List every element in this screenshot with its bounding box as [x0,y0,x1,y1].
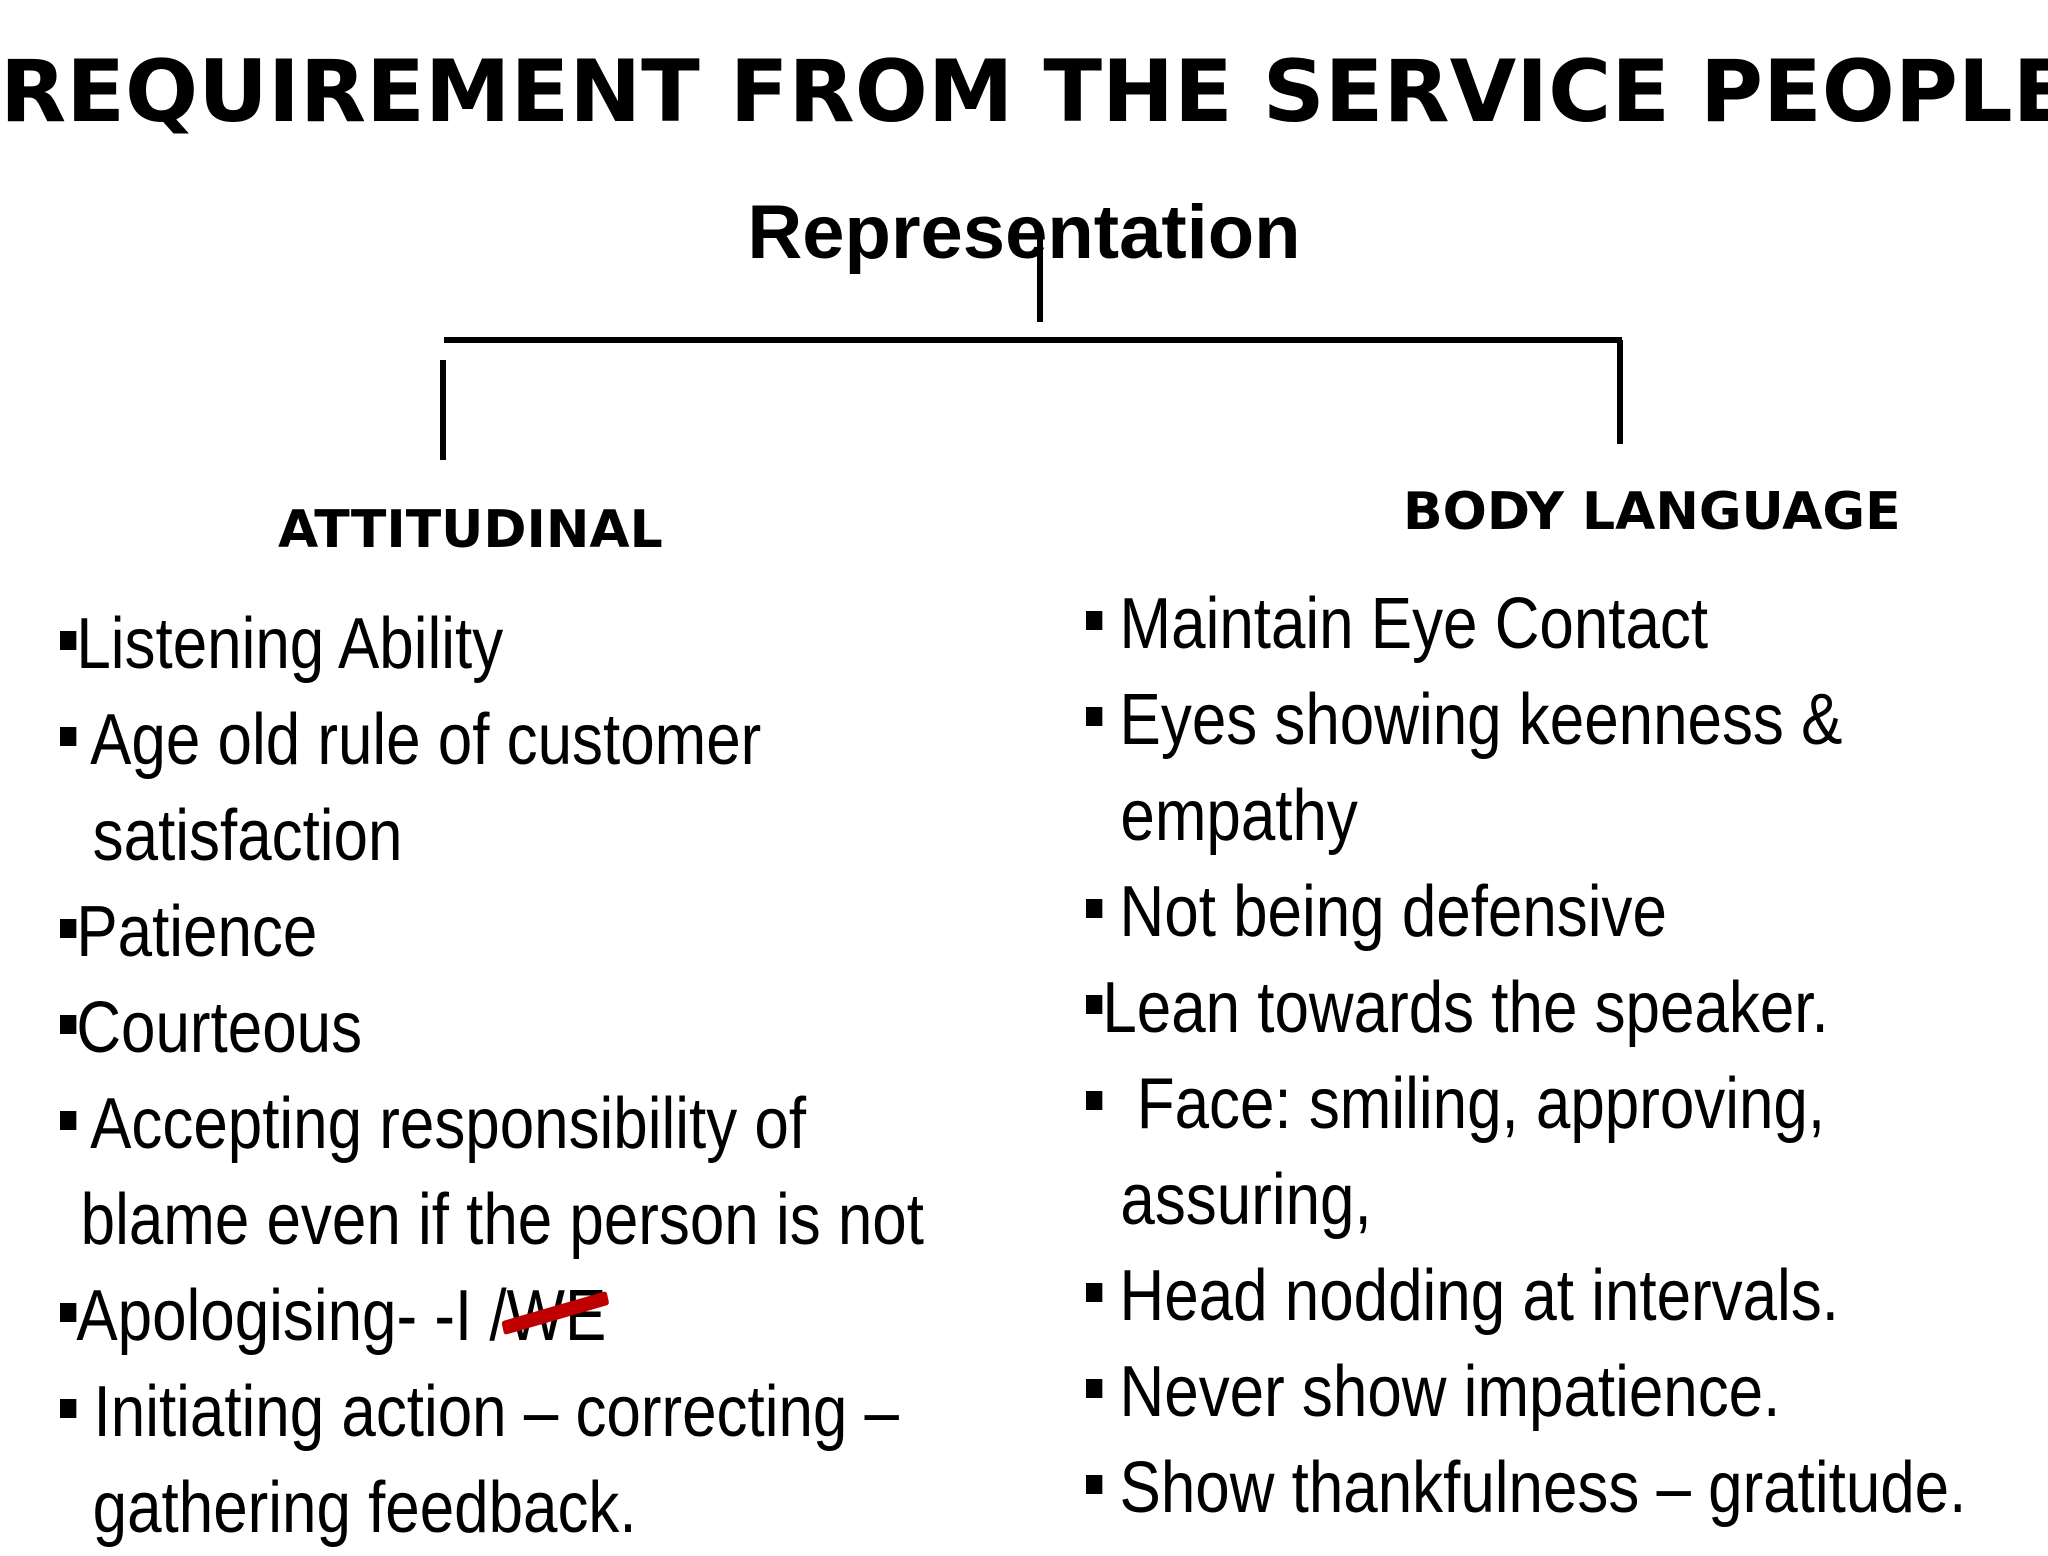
bullet-icon [1086,611,1103,631]
list-item-continuation: gathering feedback. [92,1468,637,1548]
body-language-list: Maintain Eye Contact Eyes showing keenne… [1086,576,2032,1536]
bullet-icon [1086,707,1103,727]
root-node-label: Representation [747,190,1301,275]
list-item: Patience [60,884,886,980]
list-item-text: Initiating action – correcting – [93,1372,899,1452]
bullet-icon [60,1399,77,1419]
list-item-text: Never show impatience. [1119,1352,1781,1432]
slide-title: REQUIREMENT FROM THE SERVICE PEOPLE [0,42,2048,142]
list-item: Accepting responsibility of blame even if… [60,1076,924,1268]
list-item-text: Face: smiling, approving, [1136,1064,1826,1144]
list-item-text: Eyes showing keenness & [1119,680,1843,760]
list-item: Maintain Eye Contact [1086,576,2032,672]
bullet-icon [1086,899,1103,919]
connector-horizontal [444,337,1622,343]
list-item-continuation: satisfaction [92,796,403,876]
body-language-heading: BODY LANGUAGE [1403,482,1901,542]
bullet-icon [60,1111,77,1131]
attitudinal-list: Listening Ability Age old rule of custom… [60,596,924,1556]
attitudinal-heading: ATTITUDINAL [278,500,663,560]
list-item-text: Apologising- -I / [76,1276,507,1356]
bullet-icon [60,1015,77,1035]
list-item-continuation: assuring, [1120,1160,1372,1240]
list-item-text: Head nodding at intervals. [1119,1256,1839,1336]
list-item: Not being defensive [1086,864,2032,960]
connector-stem [1037,234,1043,322]
list-item-text: Maintain Eye Contact [1119,584,1709,664]
bullet-icon [60,919,77,939]
list-item-text: Patience [76,892,318,972]
bullet-icon [60,631,77,651]
bullet-icon [1086,1475,1103,1495]
bullet-icon [1086,1283,1103,1303]
list-item: Apologising- -I /WE [60,1268,886,1364]
list-item: Head nodding at intervals. [1086,1248,2032,1344]
bullet-icon [1086,995,1103,1015]
connector-left-drop [440,360,446,460]
list-item: Courteous [60,980,886,1076]
connector-right-drop [1617,340,1623,444]
struck-text: WE [501,1268,610,1364]
list-item-continuation: blame even if the person is not [80,1180,924,1260]
list-item-text: Accepting responsibility of [90,1084,807,1164]
list-item-text: Age old rule of customer [90,700,762,780]
list-item: Never show impatience. [1086,1344,2032,1440]
bullet-icon [60,727,77,747]
bullet-icon [1086,1091,1103,1111]
list-item: Show thankfulness – gratitude. [1086,1440,2032,1536]
list-item: Lean towards the speaker. [1086,960,2032,1056]
list-item-text: Show thankfulness – gratitude. [1119,1448,1967,1528]
list-item: Face: smiling, approving, assuring, [1086,1056,2032,1248]
list-item-text: Lean towards the speaker. [1102,968,1829,1048]
list-item: Listening Ability [60,596,886,692]
list-item: Initiating action – correcting – gatherin… [60,1364,899,1556]
list-item-text: Listening Ability [76,604,504,684]
list-item-continuation: empathy [1120,776,1358,856]
list-item-text: Not being defensive [1119,872,1667,952]
bullet-icon [60,1303,77,1323]
bullet-icon [1086,1379,1103,1399]
list-item-text: Courteous [76,988,363,1068]
list-item: Age old rule of customer satisfaction [60,692,886,884]
list-item: Eyes showing keenness & empathy [1086,672,2032,864]
